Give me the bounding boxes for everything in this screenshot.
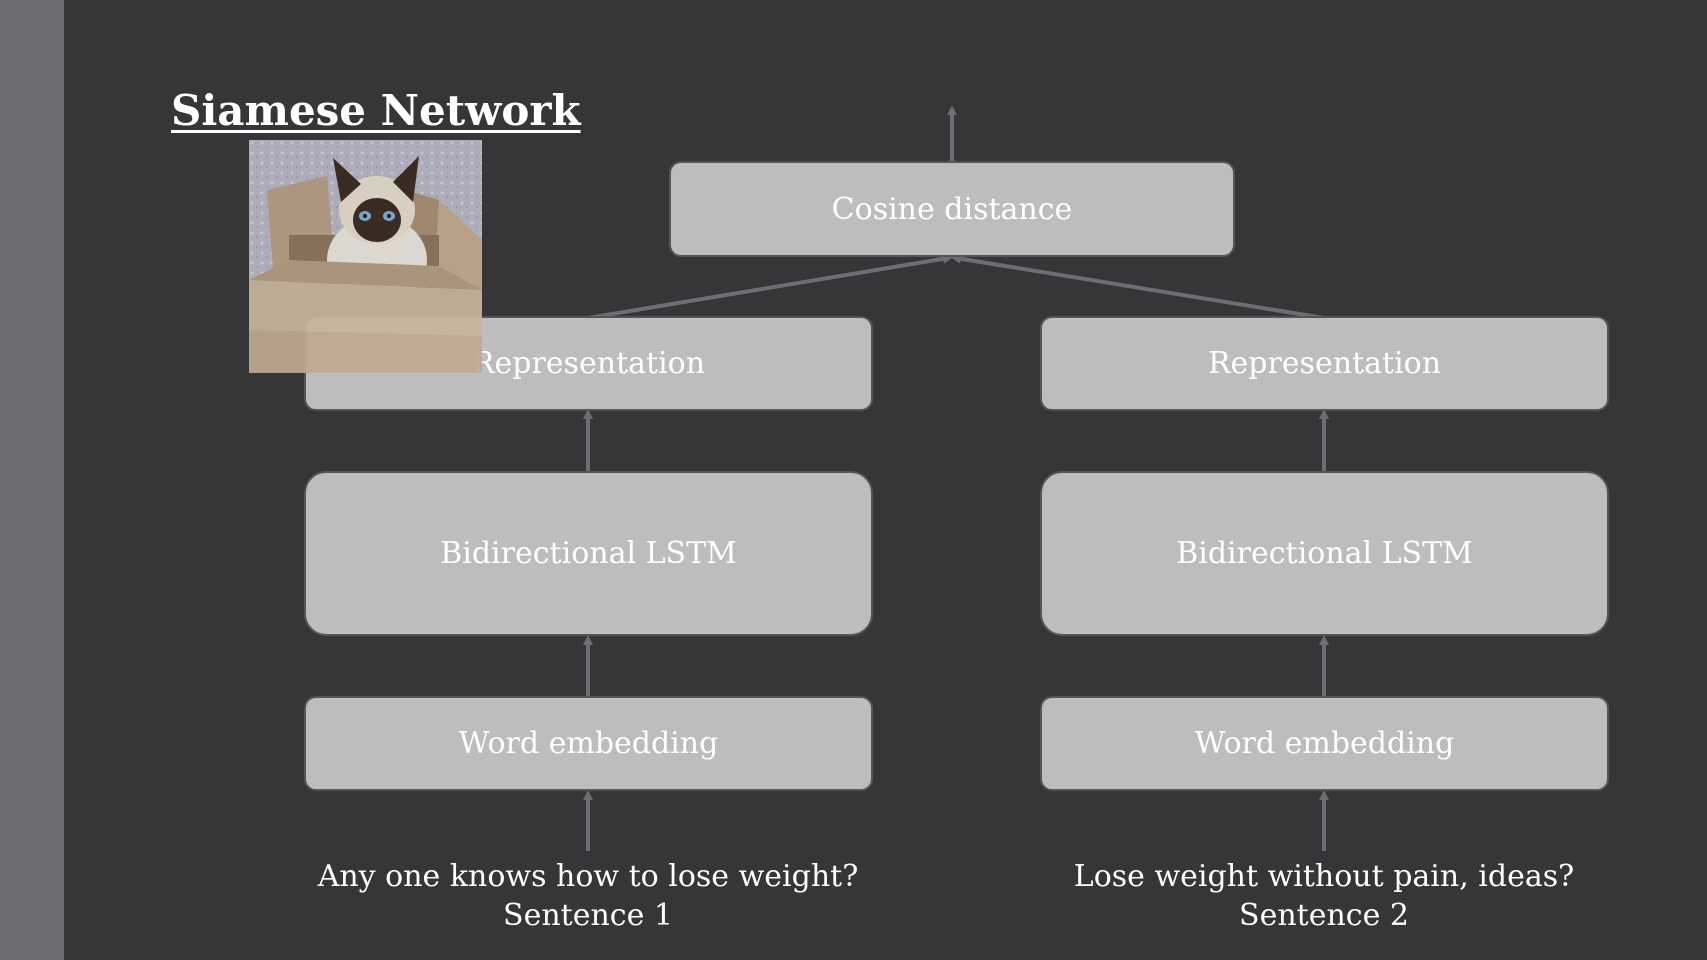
side-bar (0, 0, 64, 960)
left-input-text: Any one knows how to lose weight? (317, 859, 859, 894)
right-input-label: Sentence 2 (1239, 898, 1409, 933)
slide-title: Siamese Network (171, 86, 581, 135)
right-input-caption: Lose weight without pain, ideas? Sentenc… (1024, 857, 1624, 935)
right-word-embedding-node: Word embedding (1040, 696, 1609, 791)
right-lstm-node: Bidirectional LSTM (1040, 471, 1609, 636)
left-input-label: Sentence 1 (503, 898, 673, 933)
right-input-text: Lose weight without pain, ideas? (1073, 859, 1575, 894)
left-lstm-node: Bidirectional LSTM (304, 471, 873, 636)
left-word-embedding-node: Word embedding (304, 696, 873, 791)
left-input-caption: Any one knows how to lose weight? Senten… (288, 857, 888, 935)
cat-in-box-image (249, 140, 482, 373)
cosine-distance-node: Cosine distance (669, 161, 1235, 257)
left-rep-to-cosine-arrow (587, 253, 953, 320)
cat-photo (249, 140, 482, 373)
right-representation-node: Representation (1040, 316, 1609, 411)
right-rep-to-cosine-arrow (951, 253, 1325, 320)
